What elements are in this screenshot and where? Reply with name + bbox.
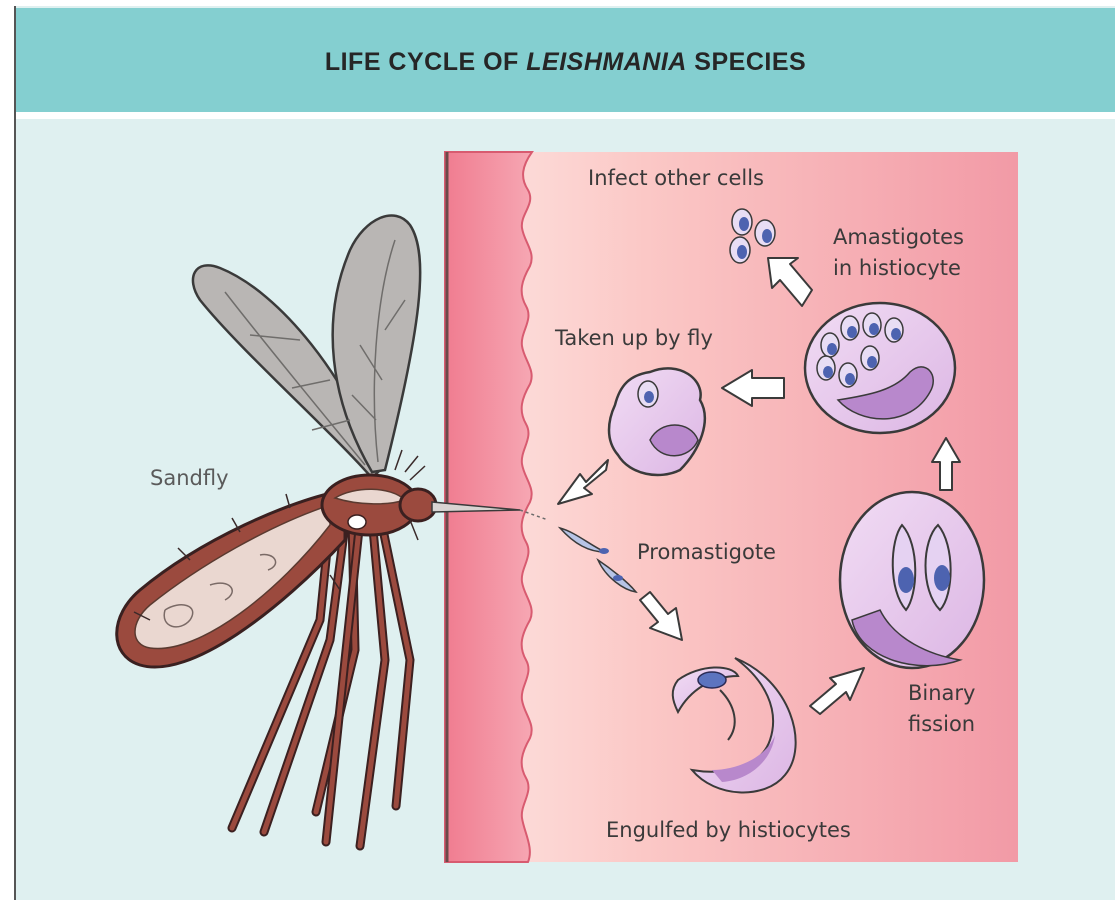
label-amastigotes-line2: in histiocyte (833, 253, 964, 284)
label-engulfed: Engulfed by histiocytes (606, 815, 851, 846)
binary-fission-cell (840, 492, 984, 668)
label-amastigotes: Amastigotes in histiocyte (833, 222, 964, 284)
label-infect-other-cells: Infect other cells (588, 163, 764, 194)
amastigotes-histiocyte (805, 303, 955, 433)
label-amastigotes-line1: Amastigotes (833, 222, 964, 253)
infected-macrophage (609, 368, 705, 475)
label-binary-line2: fission (908, 709, 975, 740)
label-binary-fission: Binary fission (908, 678, 975, 740)
label-binary-line1: Binary (908, 678, 975, 709)
label-promastigote: Promastigote (637, 537, 776, 568)
label-taken-up-by-fly: Taken up by fly (555, 323, 713, 354)
label-sandfly: Sandfly (150, 463, 229, 494)
